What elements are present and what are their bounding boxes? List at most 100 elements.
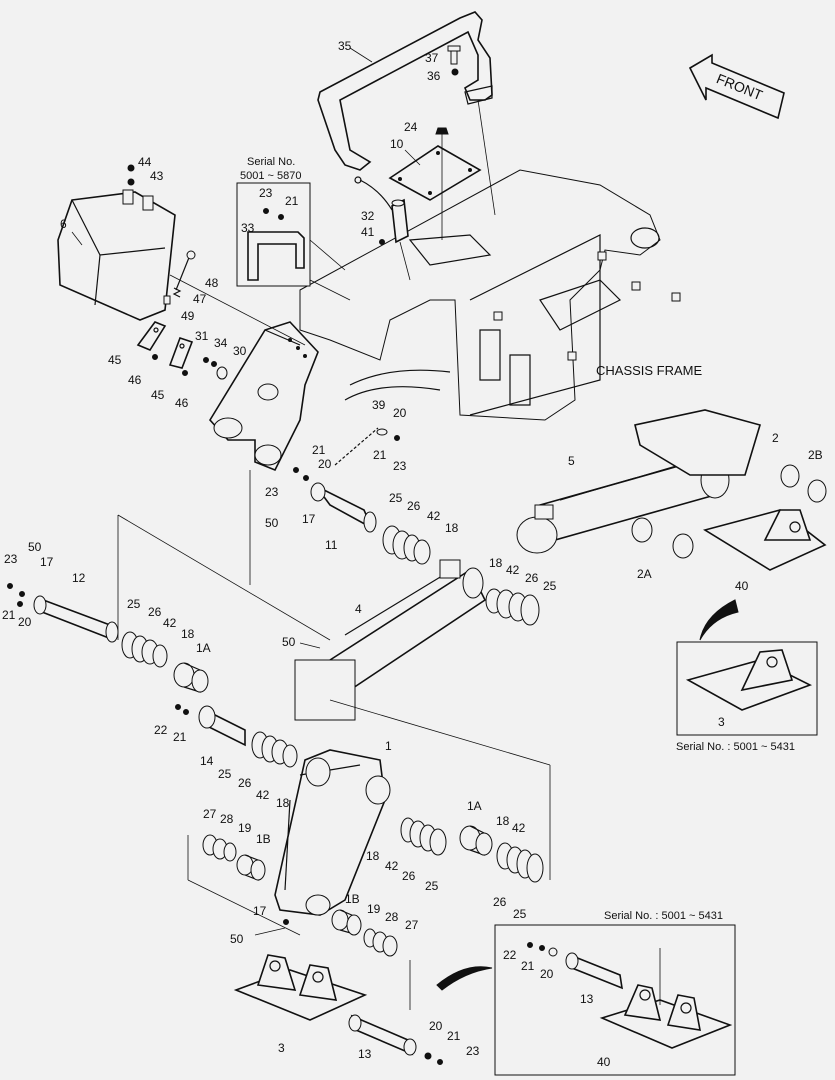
callout-49: 49 (181, 309, 195, 323)
callout-43: 43 (150, 169, 164, 183)
bushing-2a (631, 517, 694, 559)
callout-26c: 26 (148, 605, 162, 619)
callout-20d: 20 (429, 1019, 443, 1033)
callout-42a: 42 (427, 509, 441, 523)
seal-stack-b (485, 588, 540, 626)
inset-serial-a-line1: Serial No. (247, 156, 295, 168)
callout-45b: 45 (151, 388, 165, 402)
callout-40b: 40 (597, 1055, 611, 1069)
cover-plate (388, 145, 482, 201)
bolt-37 (447, 45, 461, 65)
callout-2B: 2B (808, 448, 823, 462)
callout-26d: 26 (238, 776, 252, 790)
callout-26f: 26 (493, 895, 507, 909)
callout-4: 4 (355, 602, 362, 616)
callout-3b: 3 (278, 1041, 285, 1055)
callout-42d: 42 (256, 788, 270, 802)
callout-44: 44 (138, 155, 152, 169)
inset-serial-c (494, 924, 736, 1076)
callout-18b: 18 (489, 556, 503, 570)
callout-21f: 21 (447, 1029, 461, 1043)
callout-19b: 19 (367, 902, 381, 916)
callout-50b: 50 (282, 635, 296, 649)
pin-13 (348, 1014, 417, 1056)
pin-32 (354, 176, 409, 244)
callout-6: 6 (60, 217, 67, 231)
callout-20e: 20 (540, 967, 554, 981)
callout-32: 32 (361, 209, 375, 223)
callout-12: 12 (72, 571, 86, 585)
bushing-1b (236, 854, 266, 881)
callout-21d: 21 (2, 608, 16, 622)
callout-10: 10 (390, 137, 404, 151)
callout-27a: 27 (203, 807, 217, 821)
callout-24: 24 (404, 120, 418, 134)
callout-50c: 50 (230, 932, 244, 946)
inset-serial-a (236, 182, 351, 301)
callout-20b: 20 (318, 457, 332, 471)
pin-12 (33, 595, 119, 643)
callout-23e: 23 (466, 1044, 480, 1058)
callout-21a: 21 (285, 194, 299, 208)
boom-1 (274, 749, 391, 916)
callout-25a: 25 (389, 491, 403, 505)
box-6 (57, 189, 176, 321)
callout-2A: 2A (637, 567, 652, 581)
callout-45a: 45 (108, 353, 122, 367)
callout-26a: 26 (407, 499, 421, 513)
chassis-frame (299, 169, 681, 421)
callout-46a: 46 (128, 373, 142, 387)
callout-17a: 17 (302, 512, 316, 526)
arrow-to-inset-c (436, 966, 493, 991)
inset-serial-a-line2: 5001 ~ 5870 (240, 170, 301, 182)
callout-18a: 18 (445, 521, 459, 535)
seal-stack-e (400, 817, 447, 856)
bolt-24 (435, 127, 449, 240)
callout-31: 31 (195, 329, 209, 343)
front-arrow: FRONT (688, 53, 785, 120)
callout-46b: 46 (175, 396, 189, 410)
inset-serial-b (676, 641, 818, 736)
callout-42b: 42 (506, 563, 520, 577)
callout-1: 1 (385, 739, 392, 753)
callout-30: 30 (233, 344, 247, 358)
callout-26e: 26 (402, 869, 416, 883)
bracket-45b (168, 336, 194, 369)
callout-1Bb: 1B (345, 892, 360, 906)
callout-13a: 13 (358, 1047, 372, 1061)
callout-47: 47 (193, 292, 207, 306)
callout-40a: 40 (735, 579, 749, 593)
callout-25b: 25 (543, 579, 557, 593)
callout-42f: 42 (385, 859, 399, 873)
callout-23a: 23 (259, 186, 273, 200)
arrow-to-inset-b (699, 599, 739, 641)
callout-20c: 20 (18, 615, 32, 629)
callout-14: 14 (200, 754, 214, 768)
bushing-1b-right (331, 909, 362, 936)
chain-39 (334, 427, 388, 466)
callout-18f: 18 (366, 849, 380, 863)
chassis-frame-label: CHASSIS FRAME (596, 363, 703, 378)
callout-1B: 1B (256, 832, 271, 846)
callout-17c: 17 (253, 904, 267, 918)
callout-37: 37 (425, 51, 439, 65)
callout-1A: 1A (196, 641, 211, 655)
callout-48: 48 (205, 276, 219, 290)
callout-1Ab: 1A (467, 799, 482, 813)
callout-42e: 42 (512, 821, 526, 835)
seal-stack-h (363, 928, 398, 957)
callout-27b: 27 (405, 918, 419, 932)
seal-stack-a (382, 525, 431, 565)
callout-28b: 28 (385, 910, 399, 924)
callout-2: 2 (772, 431, 779, 445)
callout-18e: 18 (496, 814, 510, 828)
callout-42c: 42 (163, 616, 177, 630)
callout-25e: 25 (425, 879, 439, 893)
callout-26b: 26 (525, 571, 539, 585)
cylinder-5 (516, 459, 730, 554)
bushing-1a (173, 662, 209, 693)
callout-39: 39 (372, 398, 386, 412)
callout-25f: 25 (513, 907, 527, 921)
spring-assembly-48 (163, 250, 196, 305)
